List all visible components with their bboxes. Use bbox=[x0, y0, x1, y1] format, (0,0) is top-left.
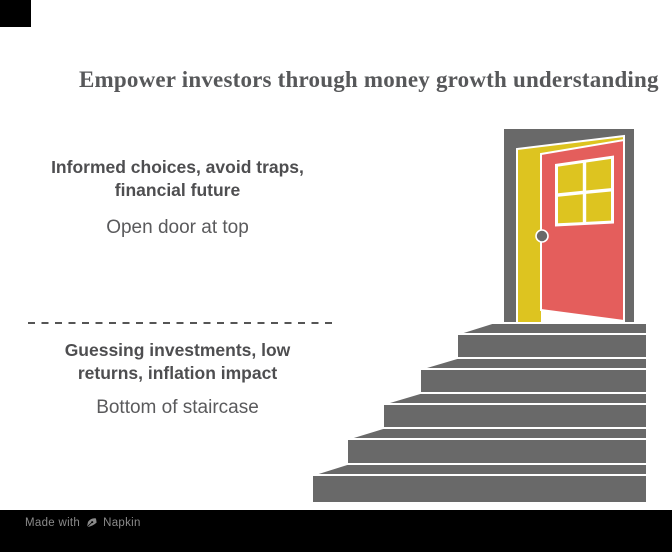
pen-nib-icon bbox=[85, 517, 98, 529]
staircase-step-face bbox=[456, 333, 648, 359]
staircase-platform bbox=[456, 322, 648, 335]
watermark-brand: Napkin bbox=[103, 516, 141, 529]
bottom-section-heading-line1: Guessing investments, low bbox=[64, 340, 291, 360]
bottom-section-heading-line2: returns, inflation impact bbox=[77, 363, 278, 383]
staircase-step-face bbox=[382, 403, 648, 429]
watermark-prefix: Made with bbox=[25, 516, 81, 529]
dashed-divider bbox=[28, 322, 337, 324]
top-section-heading-line2: financial future bbox=[114, 180, 241, 200]
bottom-section: Guessing investments, low returns, infla… bbox=[15, 339, 340, 420]
window-pane bbox=[558, 163, 583, 194]
window-pane bbox=[558, 194, 583, 224]
diagram-title: Empower investors through money growth u… bbox=[79, 67, 659, 92]
staircase-step-tread bbox=[382, 392, 648, 405]
top-section-heading-line1: Informed choices, avoid traps, bbox=[51, 157, 304, 177]
staircase-step-face bbox=[419, 368, 648, 394]
bottom-section-heading: Guessing investments, low returns, infla… bbox=[15, 339, 340, 385]
doorway-opening bbox=[517, 136, 624, 323]
doorknob bbox=[535, 229, 549, 243]
staircase-step-face bbox=[346, 438, 648, 465]
top-section-heading: Informed choices, avoid traps, financial… bbox=[15, 156, 340, 202]
staircase-step-tread bbox=[419, 357, 648, 370]
top-section-caption: Open door at top bbox=[106, 217, 249, 238]
top-section: Informed choices, avoid traps, financial… bbox=[15, 156, 340, 240]
staircase-step-face bbox=[311, 474, 648, 504]
window-pane bbox=[586, 158, 611, 191]
window-pane bbox=[586, 191, 611, 222]
footer-bar: Made with Napkin bbox=[0, 510, 672, 552]
staircase-step-tread bbox=[311, 463, 648, 476]
corner-block bbox=[0, 0, 31, 27]
napkin-watermark[interactable]: Made with Napkin bbox=[25, 516, 141, 529]
bottom-section-caption: Bottom of staircase bbox=[96, 397, 259, 418]
staircase-step-tread bbox=[346, 427, 648, 440]
